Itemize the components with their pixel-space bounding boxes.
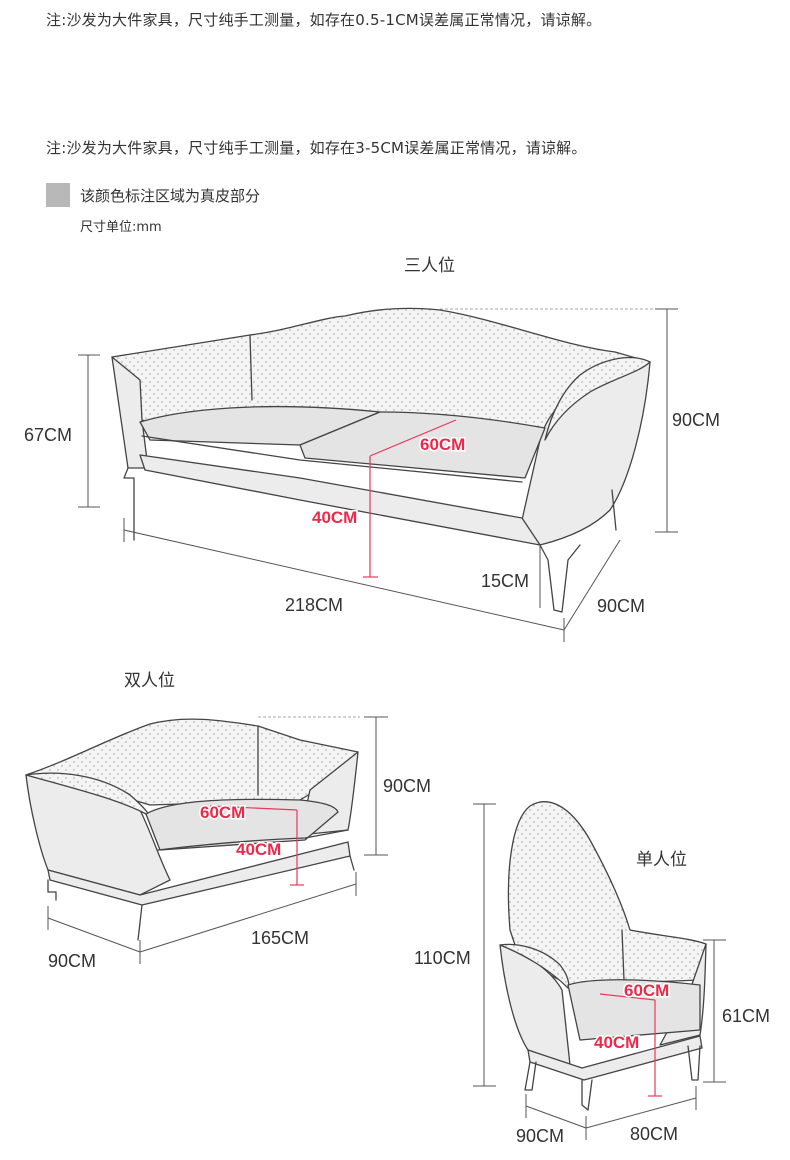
three-seat-arm-height: 67CM	[24, 425, 72, 445]
two-seat-depth-label: 60CM	[200, 803, 245, 822]
leather-color-swatch	[46, 183, 70, 207]
three-seat-title: 三人位	[404, 256, 455, 276]
three-seat-back-height: 90CM	[672, 410, 720, 430]
three-seat-sofa-drawing	[78, 307, 678, 642]
disclaimer-note-1: 注:沙发为大件家具，尺寸纯手工测量，如存在0.5-1CM误差属正常情况，请谅解。	[46, 11, 602, 29]
two-seat-left-arm-top	[25, 772, 150, 816]
two-seat-height-label: 40CM	[236, 840, 281, 859]
legend-text: 该颜色标注区域为真皮部分	[80, 187, 261, 205]
single-chair-height-label: 40CM	[594, 1033, 639, 1052]
three-seat-width: 218CM	[285, 595, 343, 615]
three-seat-depth: 90CM	[597, 596, 645, 616]
single-chair-depth: 90CM	[516, 1126, 564, 1146]
three-seat-depth-label: 60CM	[420, 435, 465, 454]
two-seat-cushion	[145, 798, 339, 851]
single-chair-backrest	[507, 801, 707, 986]
single-chair-left-arm-top	[499, 943, 570, 989]
single-chair-back-height: 110CM	[414, 948, 471, 968]
two-seat-depth: 90CM	[48, 951, 96, 971]
three-seat-cushion-right	[299, 411, 546, 479]
two-seat-back-height: 90CM	[383, 776, 431, 796]
single-chair-drawing	[473, 801, 726, 1140]
unit-text: 尺寸单位:mm	[80, 220, 162, 235]
two-seat-title: 双人位	[124, 671, 175, 691]
single-chair-arm-height: 61CM	[722, 1006, 770, 1026]
three-seat-height-label: 40CM	[312, 508, 357, 527]
three-seat-right-arm-top	[544, 356, 651, 441]
single-chair-width: 80CM	[630, 1124, 678, 1144]
three-seat-leg-height: 15CM	[481, 571, 529, 591]
single-chair-cushion	[567, 979, 701, 1041]
one-seat-title: 单人位	[636, 850, 687, 870]
two-seat-sofa-drawing	[25, 716, 388, 964]
two-seat-width: 165CM	[251, 928, 309, 948]
disclaimer-note-2: 注:沙发为大件家具，尺寸纯手工测量，如存在3-5CM误差属正常情况，请谅解。	[46, 139, 587, 157]
single-chair-depth-label: 60CM	[624, 981, 669, 1000]
